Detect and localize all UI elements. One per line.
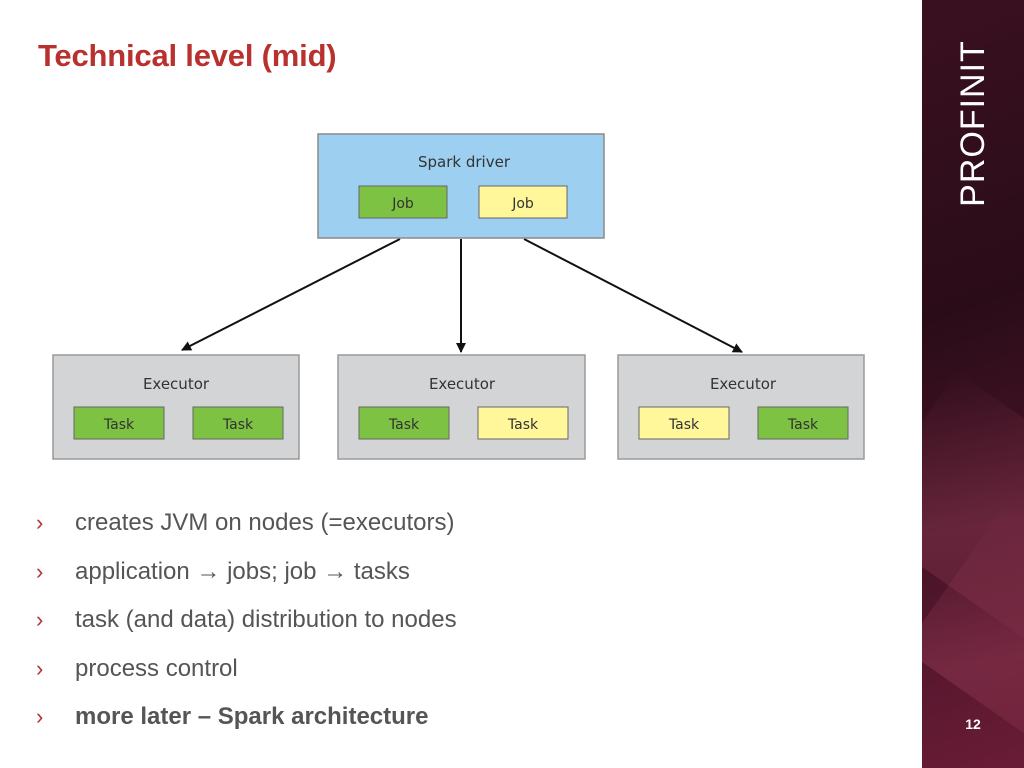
executor-label: Executor (143, 375, 210, 393)
brand-logo: PROFINIT (922, 38, 1024, 208)
bullet-text: more later – Spark architecture (75, 703, 429, 730)
bullet-text: process control (75, 654, 238, 682)
task-chip: Task (192, 406, 284, 440)
executor-label: Executor (710, 375, 777, 393)
bullet-text: application → jobs; job → tasks (75, 557, 410, 585)
bullet-item: › process control (36, 651, 457, 700)
task-label: Task (222, 417, 254, 433)
task-label: Task (507, 417, 539, 433)
bullet-marker-icon: › (36, 558, 44, 584)
executor-box: Executor Task Task (337, 354, 586, 460)
bullet-item: › application → jobs; job → tasks (36, 554, 457, 603)
task-chip: Task (477, 406, 569, 440)
task-label: Task (787, 417, 819, 433)
task-chip: Task (638, 406, 730, 440)
task-chip: Task (358, 406, 450, 440)
executor-box: Executor Task Task (52, 354, 300, 460)
slide-title: Technical level (mid) (38, 38, 337, 73)
page-number: 12 (965, 716, 981, 732)
bullet-marker-icon: › (36, 607, 44, 632)
bullet-marker-icon: › (36, 704, 44, 729)
bullet-marker-icon: › (36, 655, 44, 681)
driver-to-executor-3-arrow (523, 238, 743, 353)
bullet-item: › more later – Spark architecture (36, 699, 457, 748)
task-chip: Task (757, 406, 849, 440)
spark-driver-box: Spark driver Job Job (317, 133, 605, 239)
driver-to-executor-1-arrow (181, 238, 401, 351)
spark-driver-label: Spark driver (418, 153, 511, 171)
bullet-marker-icon: › (36, 510, 44, 535)
job-label: Job (511, 196, 534, 212)
spark-architecture-diagram: Spark driver Job Job Executor Task Task … (52, 133, 865, 460)
job-chip: Job (358, 185, 448, 219)
brand-logo-text: PROFINIT (953, 39, 992, 207)
bullet-item: › creates JVM on nodes (=executors) (36, 505, 457, 554)
task-label: Task (668, 417, 700, 433)
task-label: Task (388, 417, 420, 433)
job-chip: Job (478, 185, 568, 219)
executor-box: Executor Task Task (617, 354, 865, 460)
bullet-text: creates JVM on nodes (=executors) (75, 509, 455, 536)
task-label: Task (103, 417, 135, 433)
task-chip: Task (73, 406, 165, 440)
bullet-text: task (and data) distribution to nodes (75, 606, 457, 633)
brand-sidebar: PROFINIT (922, 0, 1024, 768)
bullet-item: › task (and data) distribution to nodes (36, 602, 457, 651)
job-label: Job (391, 196, 414, 212)
bullet-list: › creates JVM on nodes (=executors) › ap… (36, 505, 457, 748)
executor-label: Executor (429, 375, 496, 393)
